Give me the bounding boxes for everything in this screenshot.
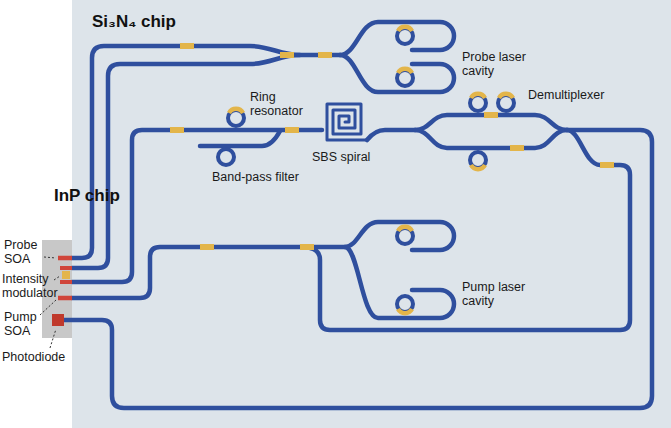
label-slot: Demultiplexer xyxy=(528,88,628,102)
component-label: SBS spiral xyxy=(312,150,402,164)
title-slot: Si₃N₄ chip xyxy=(92,12,176,32)
component-label: Photodiode xyxy=(2,350,82,364)
waveguides xyxy=(64,22,652,408)
component-label: Probe SOA xyxy=(4,238,44,266)
component-label: Probe laser cavity xyxy=(462,50,542,78)
chip-title: Si₃N₄ chip xyxy=(92,12,176,32)
label-slot: Probe SOA xyxy=(4,238,44,266)
component-label: Pump SOA xyxy=(4,310,44,338)
label-slot: Band-pass filter xyxy=(212,170,322,184)
label-slot: Pump SOA xyxy=(4,310,44,338)
chip-region: Si₃N₄ chip xyxy=(72,0,671,428)
component-label: Demultiplexer xyxy=(528,88,628,102)
label-slot: Probe laser cavity xyxy=(462,50,542,78)
title-slot: InP chip xyxy=(54,186,120,206)
label-slot: Intensity modulator xyxy=(2,272,62,300)
leader-lines xyxy=(40,257,60,348)
label-slot: Ring resonator xyxy=(250,90,312,118)
label-slot: SBS spiral xyxy=(312,150,402,164)
label-slot: Pump laser cavity xyxy=(462,280,542,308)
component-label: Pump laser cavity xyxy=(462,280,542,308)
component-label: Intensity modulator xyxy=(2,272,62,300)
label-slot: Photodiode xyxy=(2,350,82,364)
component-label: Band-pass filter xyxy=(212,170,322,184)
component-label: Ring resonator xyxy=(250,90,312,118)
si3n4-substrate xyxy=(72,0,671,428)
heaters xyxy=(170,43,614,250)
chip-title: InP chip xyxy=(54,186,120,206)
